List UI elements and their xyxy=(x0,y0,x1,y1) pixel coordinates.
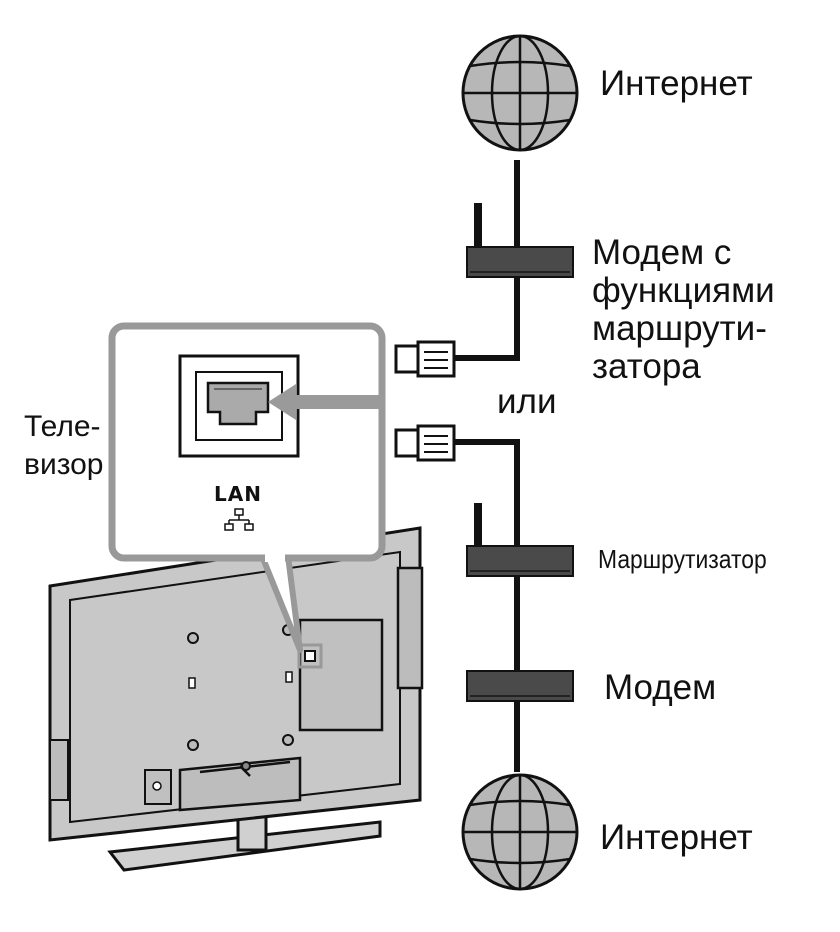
modem-router-label: Модем с функциями маршрути- затора xyxy=(592,234,775,386)
modem-router-label-line: затора xyxy=(592,347,701,386)
cable-plug-to-router xyxy=(455,439,520,546)
tv-label-line: Теле- xyxy=(24,410,101,443)
tv-power-hole xyxy=(152,781,162,791)
insert-arrow xyxy=(268,384,384,420)
router-antenna xyxy=(474,503,482,547)
lan-port-callout xyxy=(108,322,386,653)
modem-router-label-line: функциями xyxy=(592,271,775,310)
router-label: Маршрутизатор xyxy=(598,544,767,574)
or-label: или xyxy=(497,382,557,421)
tv-side-grip xyxy=(396,566,424,690)
screw xyxy=(282,734,294,746)
globe-icon xyxy=(461,773,579,891)
tv-lan-port-highlight xyxy=(297,643,323,669)
screw xyxy=(187,632,199,644)
internet-label-top: Интернет xyxy=(600,64,753,103)
internet-label-bottom: Интернет xyxy=(600,818,753,857)
tv-terminal-panel xyxy=(298,618,384,732)
tv-slot xyxy=(188,677,196,689)
cable-modem-router-to-plug xyxy=(455,276,520,361)
modem-label: Модем xyxy=(604,668,717,707)
router-device xyxy=(466,545,574,577)
tv-slot xyxy=(285,671,293,683)
tv-stand-screw xyxy=(241,761,251,771)
modem-device xyxy=(466,670,574,702)
globe-icon xyxy=(461,34,579,152)
tv-left-edge xyxy=(49,739,69,801)
tv-back-illustration xyxy=(48,526,424,872)
lan-port-label: LAN xyxy=(214,482,262,506)
modem-router-antenna xyxy=(474,203,482,249)
tv-lan-port-small xyxy=(304,650,316,662)
modem-router-label-line: маршрути- xyxy=(592,309,767,348)
callout-pointer-cover xyxy=(265,548,285,562)
tv-label: Теле- визор xyxy=(24,408,103,484)
lan-network-icon xyxy=(224,508,254,531)
ethernet-plug-icon xyxy=(394,424,456,462)
modem-router-label-line: Модем с xyxy=(592,233,732,272)
modem-router-device xyxy=(466,246,574,278)
network-lines xyxy=(455,160,520,772)
ethernet-plug-icon xyxy=(394,340,456,378)
screw xyxy=(187,739,199,751)
ethernet-port-icon xyxy=(206,381,270,426)
tv-label-line: визор xyxy=(24,448,104,481)
